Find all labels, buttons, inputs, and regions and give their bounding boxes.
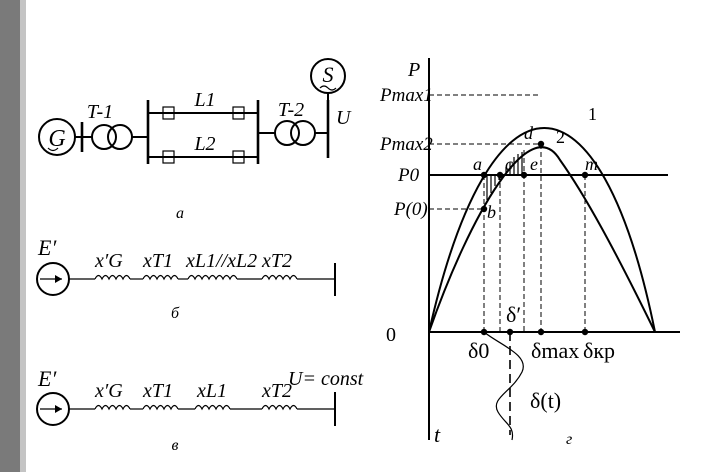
delta-max-label: δmax xyxy=(531,338,579,363)
scheme-a: G T-1 L1 L2 T-2 S U а xyxy=(38,58,352,222)
scheme-b: E′ x′G xТ1 xL1//xL2 xТ2 б xyxy=(36,235,336,322)
delta0-label: δ0 xyxy=(468,338,489,363)
breaker-icon xyxy=(162,150,175,164)
inductor-xt1 xyxy=(142,404,179,411)
label-a: a xyxy=(473,154,482,174)
point-a xyxy=(480,171,488,179)
label-d: d xyxy=(524,123,534,143)
label-b: b xyxy=(487,202,496,222)
label-c: c xyxy=(505,154,513,174)
breaker-icon xyxy=(162,106,175,120)
y-label-pmax1: Pmax1 xyxy=(379,85,433,106)
deceleration-area xyxy=(505,152,523,174)
transformer-1-symbol xyxy=(91,124,117,150)
caption-a: а xyxy=(176,205,184,222)
system-label: S xyxy=(323,62,334,87)
curve-1 xyxy=(428,127,656,333)
t-axis-label: t xyxy=(434,422,441,447)
breaker-icon xyxy=(232,106,245,120)
line-1-label: L1 xyxy=(193,89,215,111)
inductor-xt2 xyxy=(261,404,298,411)
line-2-label: L2 xyxy=(193,133,215,155)
power-angle-graph: P t 0 1 2 Pmax1 Pmax2 P0 P(0) xyxy=(379,58,680,448)
delta-t-curve xyxy=(483,331,524,441)
generator-label: G xyxy=(48,126,65,152)
label-e: e xyxy=(530,154,538,174)
xg-label: x′G xyxy=(94,380,123,402)
curve-2 xyxy=(428,146,656,333)
emf-label: E′ xyxy=(37,235,57,260)
point-b xyxy=(480,205,488,213)
p00-label: P(0) xyxy=(393,199,428,220)
xg-label: x′G xyxy=(94,250,123,272)
xt2-label: xТ2 xyxy=(261,250,292,272)
transformer-1-label: T-1 xyxy=(87,101,113,123)
xt1-label: xТ1 xyxy=(142,250,173,272)
caption-b: б xyxy=(171,305,180,322)
transformer-2-label: T-2 xyxy=(278,99,304,121)
pmax2-label: Pmax2 xyxy=(379,134,433,155)
inductor-xlines xyxy=(187,274,238,281)
inductor-xg xyxy=(94,274,131,281)
inductor-xl1 xyxy=(194,404,231,411)
u-const-label: U= const xyxy=(288,368,364,390)
delta-kr-label: δкр xyxy=(583,338,615,363)
caption-g: г xyxy=(566,431,572,448)
xt1-label: xТ1 xyxy=(142,380,173,402)
system-symbol xyxy=(310,58,346,94)
inductor-xt2 xyxy=(261,274,298,281)
caption-c: в xyxy=(172,437,179,454)
y-axis-label: P xyxy=(407,59,420,81)
delta-prime-label: δ′ xyxy=(506,302,521,327)
curve-2-label: 2 xyxy=(556,127,565,147)
point-d xyxy=(537,140,545,148)
bus-voltage-label: U xyxy=(336,107,352,129)
inductor-xg xyxy=(94,404,131,411)
inductor-xt1 xyxy=(142,274,179,281)
xl1-label: xL1 xyxy=(196,380,227,402)
label-m: m xyxy=(585,154,598,174)
curve-1-label: 1 xyxy=(588,104,597,124)
pmax1-label: Pmax1 xyxy=(379,85,433,106)
transformer-2-symbol xyxy=(274,120,300,146)
acceleration-area xyxy=(486,176,500,200)
p0-label: P0 xyxy=(397,165,420,186)
point-e xyxy=(520,171,528,179)
origin-label: 0 xyxy=(386,324,396,346)
xlines-label: xL1//xL2 xyxy=(185,250,257,272)
delta-t-label: δ(t) xyxy=(530,388,561,413)
emf-label: E′ xyxy=(37,366,57,391)
point-c xyxy=(496,171,504,179)
breaker-icon xyxy=(232,150,245,164)
scan-border xyxy=(0,0,20,472)
point-m xyxy=(581,171,589,179)
xt2-label: xТ2 xyxy=(261,380,292,402)
scheme-c: E′ x′G xТ1 xL1 xТ2 U= const в xyxy=(36,366,364,454)
